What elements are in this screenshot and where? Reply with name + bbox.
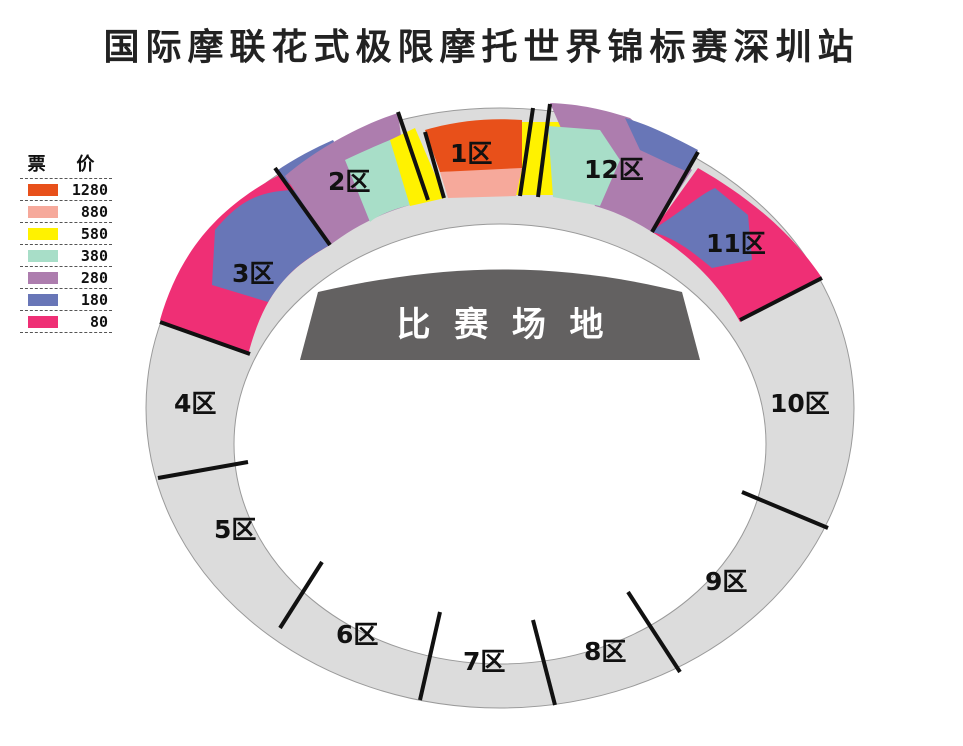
zone-12-block-380 [548, 126, 620, 206]
legend-swatch [28, 315, 58, 328]
zone-label-5: 5区 [214, 515, 256, 544]
zone-dividers [157, 103, 829, 706]
divider-1-2 [396, 111, 430, 201]
legend-item-1280: 1280 [20, 179, 112, 201]
zone-label-1: 1区 [450, 139, 492, 168]
legend-item-180: 180 [20, 289, 112, 311]
playing-field [300, 269, 700, 360]
legend-price: 1280 [71, 180, 108, 199]
price-legend: 票 价 1280 880 580 380 280 180 80 [20, 150, 112, 333]
zone-label-2: 2区 [328, 167, 370, 196]
zone-2-block-380 [345, 136, 410, 222]
zone-label-11: 11区 [706, 229, 766, 258]
zone-label-8: 8区 [584, 637, 626, 666]
divider-1-left [423, 131, 446, 199]
divider-5-6 [278, 560, 324, 630]
zone-label-12: 12区 [584, 155, 644, 184]
legend-item-280: 280 [20, 267, 112, 289]
zone-11-block-180 [652, 188, 752, 268]
zone-1-block-1280 [425, 119, 522, 172]
zone-label-4: 4区 [174, 389, 216, 418]
zone-label-6: 6区 [336, 620, 378, 649]
zone-3-block-180 [212, 190, 330, 302]
legend-swatch [28, 293, 58, 306]
legend-price: 880 [80, 202, 108, 221]
zone-label-9: 9区 [705, 567, 747, 596]
divider-2-3 [273, 166, 332, 247]
zone-12-band-180 [625, 118, 698, 172]
legend-price: 580 [80, 224, 108, 243]
divider-3-4 [159, 320, 251, 356]
legend-swatch [28, 271, 58, 284]
legend-swatch [28, 183, 58, 196]
divider-7-8 [531, 619, 557, 706]
divider-8-9 [626, 590, 682, 674]
legend-item-380: 380 [20, 245, 112, 267]
zone-label-7: 7区 [463, 647, 505, 676]
zone-1-block-880 [440, 168, 522, 198]
legend-price: 380 [80, 246, 108, 265]
legend-swatch [28, 205, 58, 218]
divider-1-12 [536, 103, 552, 198]
legend-title: 票 价 [20, 150, 112, 179]
page-title: 国际摩联花式极限摩托世界锦标赛深圳站 [103, 27, 860, 68]
legend-item-80: 80 [20, 311, 112, 333]
legend-item-880: 880 [20, 201, 112, 223]
legend-item-580: 580 [20, 223, 112, 245]
divider-6-7 [418, 611, 442, 701]
divider-1-right [518, 107, 535, 197]
legend-swatch [28, 249, 58, 262]
divider-10-11 [739, 276, 823, 322]
field-label: 比 赛 场 地 [396, 305, 603, 345]
zone-label-10: 10区 [770, 389, 830, 418]
legend-price: 180 [80, 290, 108, 309]
legend-price: 80 [89, 312, 108, 331]
divider-9-10 [741, 490, 829, 530]
legend-price: 280 [80, 268, 108, 287]
legend-swatch [28, 227, 58, 240]
divider-11-12 [650, 151, 700, 233]
zone-labels: 1区 2区 3区 4区 5区 6区 7区 8区 9区 10区 11区 12区 [174, 139, 830, 676]
zone-label-3: 3区 [232, 259, 274, 288]
divider-4-5 [157, 460, 249, 480]
